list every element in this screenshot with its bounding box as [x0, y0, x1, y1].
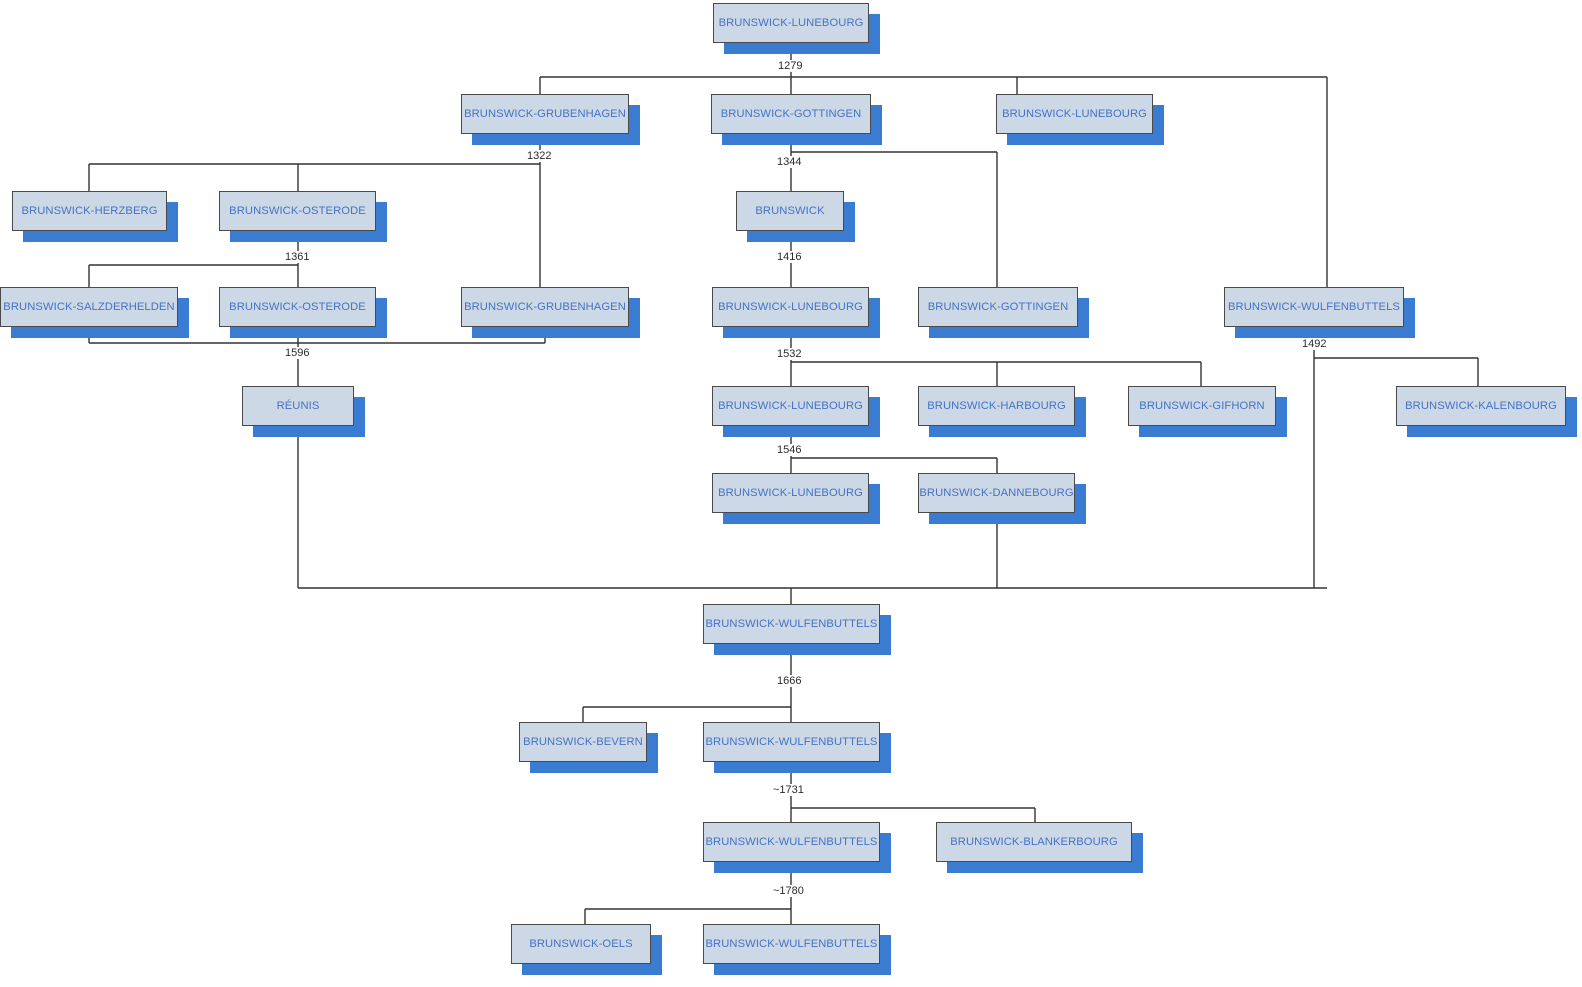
node-label: BRUNSWICK-OELS [529, 938, 633, 950]
node-label: BRUNSWICK-WULFENBUTTELS [705, 836, 878, 848]
node-label: BRUNSWICK-GRUBENHAGEN [464, 301, 626, 313]
node-label: RÉUNIS [276, 400, 320, 412]
node-brunswick-harbourg[interactable]: BRUNSWICK-HARBOURG [918, 386, 1075, 426]
node-brunswick-salzderhelden[interactable]: BRUNSWICK-SALZDERHELDEN [0, 287, 178, 327]
node-label: BRUNSWICK-LUNEBOURG [718, 400, 863, 412]
node-brunswick-dannebourg[interactable]: BRUNSWICK-DANNEBOURG [918, 473, 1075, 513]
node-brunswick-grubenhagen[interactable]: BRUNSWICK-GRUBENHAGEN [461, 94, 629, 134]
node-brunswick-herzberg[interactable]: BRUNSWICK-HERZBERG [12, 191, 167, 231]
node-label: BRUNSWICK-WULFENBUTTELS [705, 736, 878, 748]
node-label: BRUNSWICK-GRUBENHAGEN [464, 108, 626, 120]
edge-year-label: 1532 [775, 348, 804, 360]
node-brunswick-lunebourg[interactable]: BRUNSWICK-LUNEBOURG [712, 386, 869, 426]
node-label: BRUNSWICK-HERZBERG [21, 205, 158, 217]
node-brunswick-kalenbourg[interactable]: BRUNSWICK-KALENBOURG [1396, 386, 1566, 426]
edge-year-label: 1361 [283, 251, 312, 263]
node-label: BRUNSWICK-GOTTINGEN [720, 108, 862, 120]
node-brunswick-gifhorn[interactable]: BRUNSWICK-GIFHORN [1128, 386, 1276, 426]
node-label: BRUNSWICK-HARBOURG [927, 400, 1066, 412]
node-brunswick-osterode[interactable]: BRUNSWICK-OSTERODE [219, 191, 376, 231]
node-label: BRUNSWICK-WULFENBUTTELS [1228, 301, 1400, 313]
node-brunswick-bevern[interactable]: BRUNSWICK-BEVERN [519, 722, 647, 762]
node-r-unis[interactable]: RÉUNIS [242, 386, 354, 426]
node-brunswick-wulfenbuttels[interactable]: BRUNSWICK-WULFENBUTTELS [703, 822, 880, 862]
edge-year-label: 1416 [775, 251, 804, 263]
node-label: BRUNSWICK-LUNEBOURG [1002, 108, 1147, 120]
node-label: BRUNSWICK-WULFENBUTTELS [705, 618, 878, 630]
node-label: BRUNSWICK-LUNEBOURG [718, 301, 863, 313]
node-brunswick-wulfenbuttels[interactable]: BRUNSWICK-WULFENBUTTELS [703, 924, 880, 964]
edge-year-label: ~1780 [771, 885, 806, 897]
node-brunswick-blankerbourg[interactable]: BRUNSWICK-BLANKERBOURG [936, 822, 1132, 862]
node-label: BRUNSWICK-LUNEBOURG [718, 17, 864, 29]
node-brunswick-gottingen[interactable]: BRUNSWICK-GOTTINGEN [711, 94, 871, 134]
edge-year-label: 1322 [525, 150, 554, 162]
node-brunswick-lunebourg[interactable]: BRUNSWICK-LUNEBOURG [996, 94, 1153, 134]
node-brunswick-wulfenbuttels[interactable]: BRUNSWICK-WULFENBUTTELS [703, 604, 880, 644]
node-brunswick-oels[interactable]: BRUNSWICK-OELS [511, 924, 651, 964]
edge-year-label: 1546 [775, 444, 804, 456]
node-label: BRUNSWICK-DANNEBOURG [919, 487, 1074, 499]
edge-year-label: 1279 [776, 60, 805, 72]
node-brunswick-wulfenbuttels[interactable]: BRUNSWICK-WULFENBUTTELS [1224, 287, 1404, 327]
node-label: BRUNSWICK-BEVERN [523, 736, 643, 748]
node-label: BRUNSWICK-WULFENBUTTELS [705, 938, 878, 950]
node-brunswick-grubenhagen[interactable]: BRUNSWICK-GRUBENHAGEN [461, 287, 629, 327]
edge-year-label: 1596 [283, 347, 312, 359]
edge-year-label: 1492 [1300, 338, 1329, 350]
node-brunswick-wulfenbuttels[interactable]: BRUNSWICK-WULFENBUTTELS [703, 722, 880, 762]
node-label: BRUNSWICK-GIFHORN [1139, 400, 1265, 412]
node-brunswick-gottingen[interactable]: BRUNSWICK-GOTTINGEN [918, 287, 1078, 327]
node-brunswick-lunebourg[interactable]: BRUNSWICK-LUNEBOURG [712, 287, 869, 327]
edge-year-label: 1666 [775, 675, 804, 687]
node-label: BRUNSWICK-SALZDERHELDEN [3, 301, 175, 313]
node-brunswick-lunebourg[interactable]: BRUNSWICK-LUNEBOURG [713, 3, 869, 43]
node-label: BRUNSWICK-OSTERODE [229, 205, 366, 217]
edge-year-label: ~1731 [771, 784, 806, 796]
node-brunswick[interactable]: BRUNSWICK [736, 191, 844, 231]
edge-year-label: 1344 [775, 156, 804, 168]
node-brunswick-osterode[interactable]: BRUNSWICK-OSTERODE [219, 287, 376, 327]
node-label: BRUNSWICK-OSTERODE [229, 301, 366, 313]
node-label: BRUNSWICK [755, 205, 825, 217]
node-brunswick-lunebourg[interactable]: BRUNSWICK-LUNEBOURG [712, 473, 869, 513]
node-label: BRUNSWICK-LUNEBOURG [718, 487, 863, 499]
node-label: BRUNSWICK-BLANKERBOURG [950, 836, 1118, 848]
node-label: BRUNSWICK-GOTTINGEN [927, 301, 1069, 313]
node-label: BRUNSWICK-KALENBOURG [1405, 400, 1557, 412]
